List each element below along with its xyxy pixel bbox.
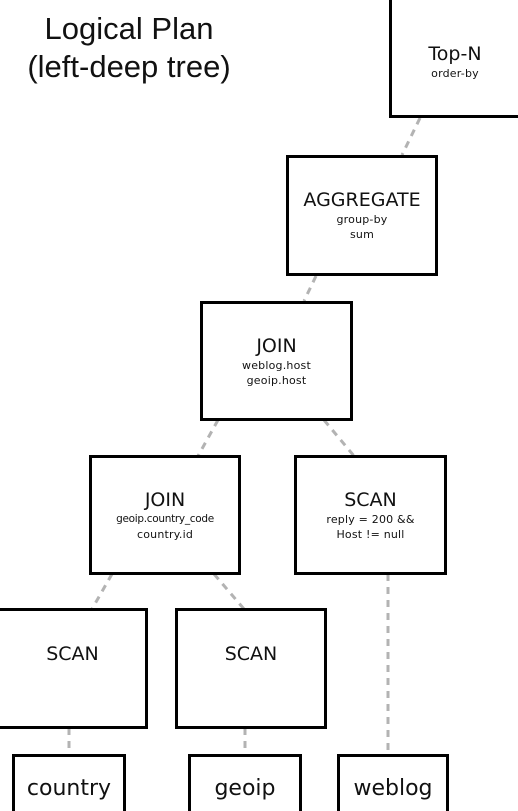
join-top-detail-2: geoip.host	[246, 373, 307, 387]
scan-country-label: SCAN	[46, 643, 99, 665]
join-top-label: JOIN	[256, 334, 297, 357]
table-geoip-label: geoip	[214, 776, 276, 801]
edge-topn-aggregate	[400, 117, 422, 156]
join-left-detail-2: country.id	[136, 527, 194, 541]
scan-country-node: SCAN	[0, 608, 148, 729]
diagram-title: Logical Plan (left-deep tree)	[0, 10, 258, 86]
edge-joinleft-scancountry	[90, 573, 114, 610]
table-geoip: geoip	[188, 754, 302, 811]
edge-joinleft-scangeoip	[212, 573, 246, 610]
table-country: country	[12, 754, 126, 811]
table-weblog: weblog	[337, 754, 449, 811]
join-left-node: JOIN geoip.country_code country.id	[89, 455, 241, 575]
scan-geoip-node: SCAN	[175, 608, 327, 729]
aggregate-label: AGGREGATE	[303, 189, 421, 211]
table-country-label: country	[26, 776, 112, 801]
edge-aggregate-join	[302, 275, 318, 302]
scan-geoip-label: SCAN	[224, 643, 278, 665]
aggregate-detail-2: sum	[349, 228, 375, 241]
edge-join-joinleft	[196, 419, 220, 457]
scan-right-label: SCAN	[344, 488, 397, 511]
scan-right-node: SCAN reply = 200 && Host != null	[294, 455, 447, 575]
join-top-detail-1: weblog.host	[242, 358, 311, 372]
title-line-2: (left-deep tree)	[27, 49, 231, 84]
aggregate-node: AGGREGATE group-by sum	[286, 155, 438, 276]
scan-right-detail-1: reply = 200 &&	[326, 512, 415, 526]
top-n-node: Top-N order-by	[389, 0, 518, 118]
table-weblog-label: weblog	[353, 776, 433, 801]
join-left-label: JOIN	[144, 488, 186, 511]
top-n-detail-1: order-by	[431, 66, 479, 80]
aggregate-detail-1: group-by	[336, 213, 388, 226]
scan-right-detail-2: Host != null	[336, 527, 405, 541]
join-left-detail-1: geoip.country_code	[116, 512, 214, 525]
join-top-node: JOIN weblog.host geoip.host	[200, 301, 353, 421]
top-n-label: Top-N	[428, 42, 482, 65]
edge-join-scanright	[322, 419, 356, 457]
title-line-1: Logical Plan	[44, 11, 214, 46]
